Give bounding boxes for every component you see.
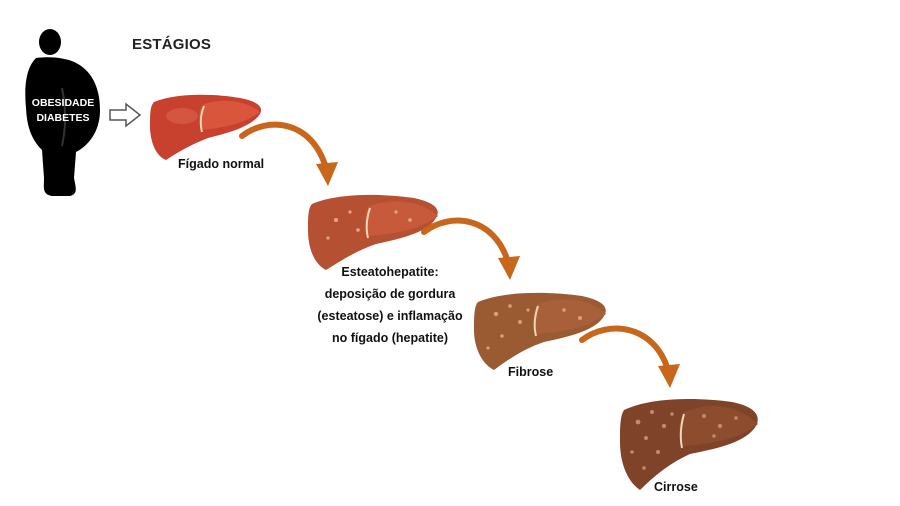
stage-label-line: no fígado (hepatite) xyxy=(332,331,448,345)
liver-cirrhosis-image xyxy=(620,399,758,490)
diagram-title: ESTÁGIOS xyxy=(132,36,212,53)
liver-steatohepatitis-image xyxy=(308,194,438,270)
stage-label-line: Esteatohepatite: xyxy=(341,265,439,279)
stage-label-line: deposição de gordura xyxy=(324,287,456,301)
stage-label-steatohepatitis: Esteatohepatite: deposição de gordura (e… xyxy=(300,261,480,349)
stage-label-cirrhosis: Cirrose xyxy=(654,480,698,494)
obese-silhouette-icon xyxy=(25,29,100,196)
hollow-right-arrow-icon xyxy=(109,102,142,128)
risk-factors: OBESIDADE DIABETES xyxy=(24,96,102,126)
curved-arrow-icon xyxy=(239,121,338,186)
stage-label-fibrosis: Fibrose xyxy=(508,365,554,379)
liver-fibrosis-image xyxy=(474,292,606,370)
liver-normal-image xyxy=(150,94,262,160)
curved-arrow-icon xyxy=(421,217,520,280)
risk-factor-obesity: OBESIDADE xyxy=(31,97,95,109)
curved-arrow-icon xyxy=(579,325,680,388)
stage-label-line: (esteatose) e inflamação xyxy=(317,309,463,323)
risk-factor-diabetes: DIABETES xyxy=(36,112,90,124)
stage-label-normal: Fígado normal xyxy=(178,157,265,171)
